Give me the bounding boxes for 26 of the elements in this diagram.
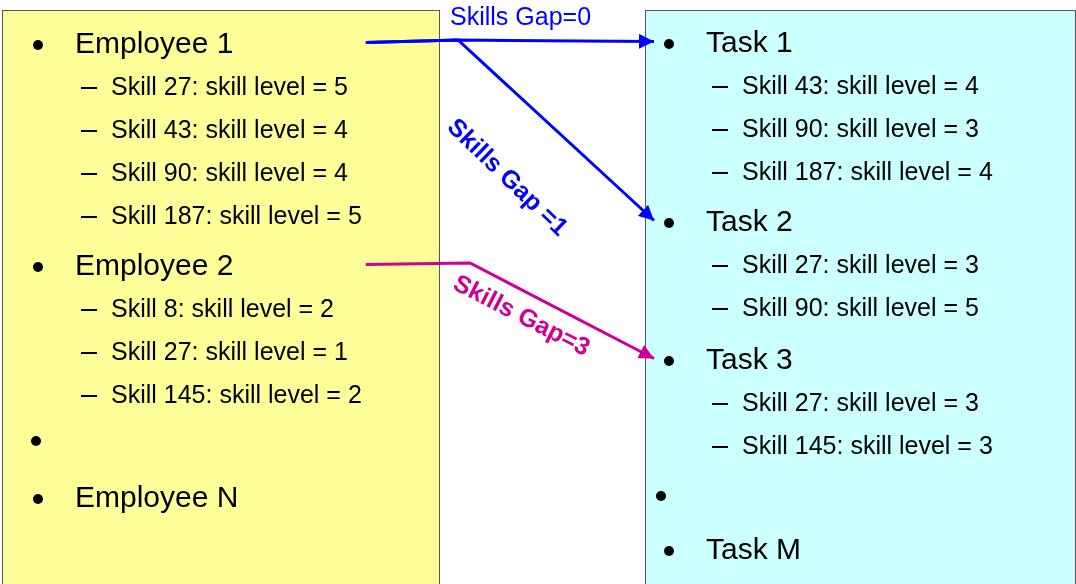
list-heading: Employee 2: [75, 248, 234, 281]
list-heading: Employee 1: [75, 26, 234, 59]
arrow: [365, 261, 655, 360]
list-item: Skill 90: skill level = 4: [111, 158, 348, 186]
list-heading: Task 1: [706, 25, 793, 58]
list-item: Skill 8: skill level = 2: [111, 294, 334, 322]
edge-label: Skills Gap=0: [450, 2, 592, 31]
list-item: Skill 145: skill level = 2: [111, 380, 362, 408]
list-item: Skill 187: skill level = 5: [111, 201, 362, 229]
list-item: Skill 145: skill level = 3: [742, 431, 993, 459]
list-item: Skill 43: skill level = 4: [111, 115, 348, 143]
list-item: Skill 43: skill level = 4: [742, 71, 979, 99]
list-item: Skill 187: skill level = 4: [742, 157, 993, 185]
list-heading: Employee N: [75, 480, 239, 513]
list-heading: Task 2: [706, 204, 793, 237]
list-item: Skill 90: skill level = 3: [742, 114, 979, 142]
list-item: Skill 27: skill level = 3: [742, 388, 979, 416]
panel: [2, 10, 440, 584]
list-item: Skill 27: skill level = 1: [111, 337, 348, 365]
panel: [645, 10, 1076, 584]
list-heading: Task M: [706, 532, 801, 565]
arrow: [365, 38, 655, 222]
list-item: Skill 27: skill level = 3: [742, 250, 979, 278]
list-item: Skill 27: skill level = 5: [111, 72, 348, 100]
list-heading: Task 3: [706, 342, 793, 375]
list-item: Skill 90: skill level = 5: [742, 293, 979, 321]
